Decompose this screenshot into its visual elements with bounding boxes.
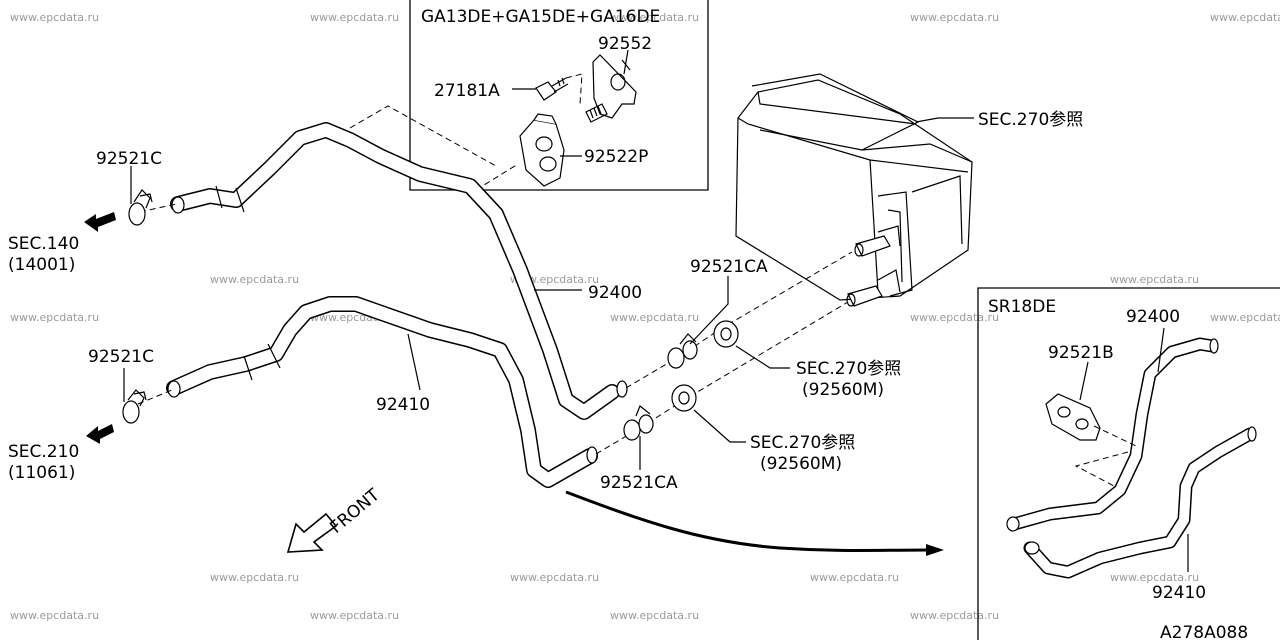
grommet-92522P	[519, 113, 565, 187]
hose-92400	[170, 122, 628, 420]
stud	[585, 103, 608, 123]
label-92400: 92400	[588, 283, 642, 303]
grommet-92560M-bottom	[671, 384, 697, 412]
clamp-92521CA-top	[667, 333, 698, 369]
label-92521C-top: 92521C	[96, 149, 162, 169]
front-indicator: FRONT	[286, 485, 384, 553]
watermark: www.epcdata.ru	[310, 11, 399, 24]
watermark: www.epcdata.ru	[310, 609, 399, 622]
label-92522P: 92522P	[584, 147, 648, 167]
label-92521C-bottom: 92521C	[88, 347, 154, 367]
label-92410: 92410	[376, 395, 430, 415]
watermark: www.epcdata.ru	[610, 311, 699, 324]
label-92521CA-bottom: 92521CA	[600, 473, 678, 493]
label-sec140-code: (14001)	[8, 255, 75, 275]
watermark: www.epcdata.ru	[510, 571, 599, 584]
bracket-92552	[592, 54, 637, 119]
watermark: www.epcdata.ru	[10, 311, 99, 324]
watermark: www.epcdata.ru	[1110, 571, 1199, 584]
label-sec210: SEC.210	[8, 442, 79, 462]
label-sec270-low: SEC.270参照	[750, 433, 855, 453]
label-r-92400: 92400	[1126, 307, 1180, 327]
diagram-id: A278A088	[1160, 623, 1248, 640]
transition-arrow	[565, 490, 929, 552]
clamp-92521C-top	[128, 189, 153, 226]
inset-header: SR18DE	[988, 297, 1056, 317]
label-front: FRONT	[326, 485, 384, 538]
label-sec270-mid: SEC.270参照	[796, 359, 901, 379]
inset-sr18de: SR18DE 92400 92521B 92410	[977, 287, 1280, 640]
bolt-27181A	[535, 81, 557, 101]
arrow-sec140-icon	[84, 212, 116, 232]
label-sec210-code: (11061)	[8, 463, 75, 483]
watermark: www.epcdata.ru	[10, 11, 99, 24]
label-r-92521B: 92521B	[1048, 343, 1114, 363]
watermark: www.epcdata.ru	[210, 571, 299, 584]
inset-ga-engines: GA13DE+GA15DE+GA16DE 92552 27181A 92522P	[349, 0, 709, 191]
watermark: www.epcdata.ru	[10, 609, 99, 622]
inset-header: GA13DE+GA15DE+GA16DE	[421, 7, 660, 27]
heater-unit	[735, 73, 973, 307]
watermark: www.epcdata.ru	[1210, 11, 1280, 24]
clamp-92521C-bottom	[122, 389, 147, 424]
grommet-92560M-top	[713, 320, 739, 348]
label-92560M-low: (92560M)	[760, 454, 842, 474]
watermark-layer: www.epcdata.ru www.epcdata.ru www.epcdat…	[10, 11, 1280, 622]
label-92552: 92552	[598, 34, 652, 54]
watermark: www.epcdata.ru	[910, 311, 999, 324]
label-r-92410: 92410	[1152, 583, 1206, 603]
watermark: www.epcdata.ru	[910, 609, 999, 622]
watermark: www.epcdata.ru	[210, 273, 299, 286]
clamp-92521CA-bottom	[623, 405, 654, 441]
watermark: www.epcdata.ru	[610, 11, 699, 24]
arrow-sec210-icon	[86, 424, 114, 444]
label-27181A: 27181A	[434, 81, 500, 101]
watermark: www.epcdata.ru	[810, 571, 899, 584]
watermark: www.epcdata.ru	[610, 609, 699, 622]
label-sec140: SEC.140	[8, 234, 79, 254]
front-arrow-icon	[286, 512, 338, 553]
label-sec270-top: SEC.270参照	[978, 110, 1083, 130]
label-92560M-mid: (92560M)	[802, 380, 884, 400]
watermark: www.epcdata.ru	[910, 11, 999, 24]
grommet-92521B	[1045, 393, 1101, 441]
label-92521CA-top: 92521CA	[690, 257, 768, 277]
watermark: www.epcdata.ru	[1110, 273, 1199, 286]
hose-92410	[166, 296, 598, 488]
watermark: www.epcdata.ru	[1210, 311, 1280, 324]
